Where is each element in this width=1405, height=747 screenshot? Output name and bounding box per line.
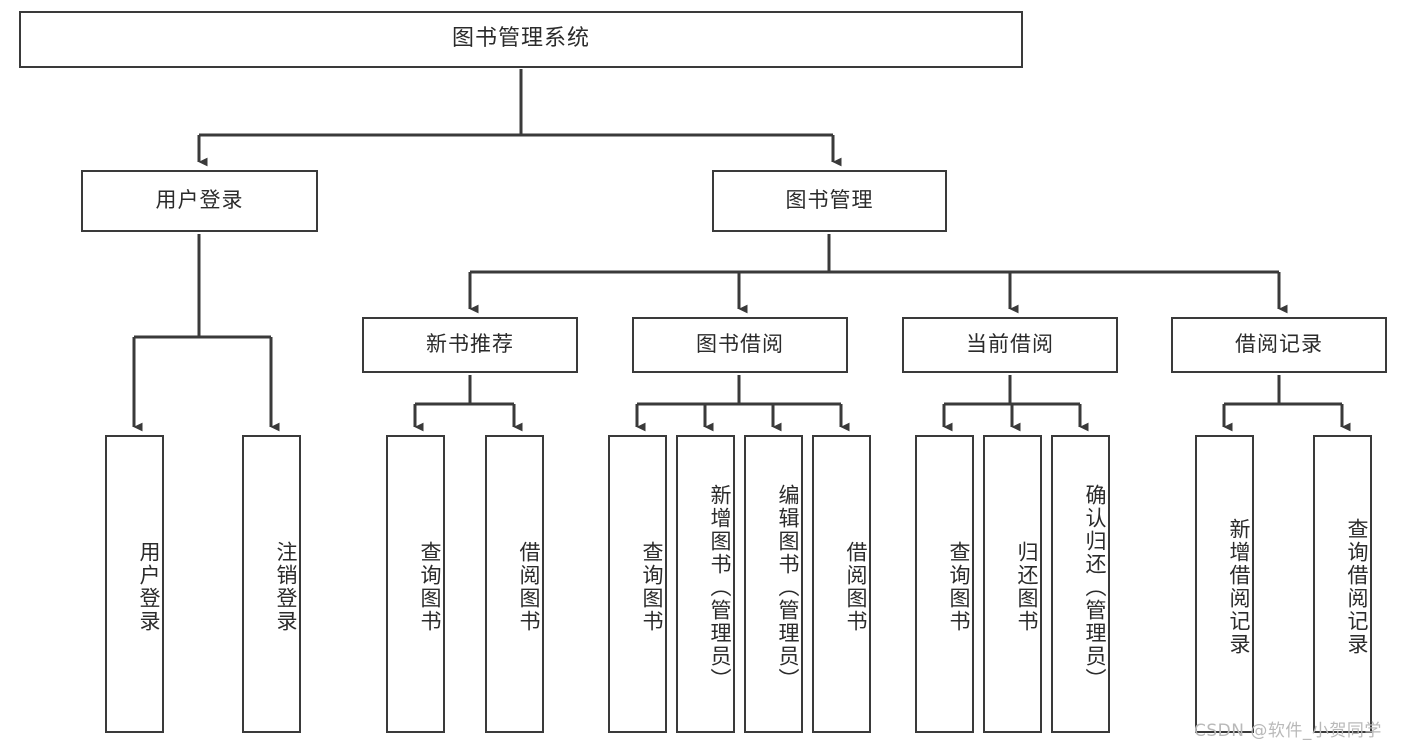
leaf-new-book-borrow[interactable]: 借阅图书 <box>485 435 544 733</box>
node-label: 新书推荐 <box>426 332 514 357</box>
node-label: 查询图书 <box>947 541 971 633</box>
node-label: 借阅记录 <box>1235 332 1323 357</box>
node-borrow-record[interactable]: 借阅记录 <box>1171 317 1387 373</box>
node-user-login[interactable]: 用户登录 <box>81 170 318 232</box>
csdn-watermark: CSDN @软件_小贺同学 <box>1194 721 1382 741</box>
leaf-borrow-record-add[interactable]: 新增借阅记录 <box>1195 435 1254 733</box>
leaf-book-borrow-borrow[interactable]: 借阅图书 <box>812 435 871 733</box>
node-book-borrow[interactable]: 图书借阅 <box>632 317 848 373</box>
node-root-system[interactable]: 图书管理系统 <box>19 11 1023 68</box>
node-book-management[interactable]: 图书管理 <box>712 170 947 232</box>
node-label: 新增图书（管理员） <box>708 483 732 691</box>
node-label: 用户登录 <box>155 188 244 213</box>
node-label: 注销登录 <box>274 541 298 633</box>
node-label: 当前借阅 <box>966 332 1054 357</box>
leaf-borrow-record-query[interactable]: 查询借阅记录 <box>1313 435 1372 733</box>
node-current-borrow[interactable]: 当前借阅 <box>902 317 1118 373</box>
node-label: 查询借阅记录 <box>1345 518 1369 656</box>
node-label: 图书管理 <box>785 188 874 213</box>
node-label: 用户登录 <box>137 541 161 633</box>
leaf-current-borrow-confirm-return[interactable]: 确认归还（管理员） <box>1051 435 1110 733</box>
node-label: 新增借阅记录 <box>1227 518 1251 656</box>
node-label: 图书借阅 <box>696 332 784 357</box>
leaf-current-borrow-return[interactable]: 归还图书 <box>983 435 1042 733</box>
leaf-new-book-query[interactable]: 查询图书 <box>386 435 445 733</box>
leaf-book-borrow-add[interactable]: 新增图书（管理员） <box>676 435 735 733</box>
leaf-user-login-signin[interactable]: 用户登录 <box>105 435 164 733</box>
node-label: 确认归还（管理员） <box>1083 483 1107 691</box>
leaf-book-borrow-query[interactable]: 查询图书 <box>608 435 667 733</box>
leaf-user-login-signout[interactable]: 注销登录 <box>242 435 301 733</box>
node-label: 借阅图书 <box>517 541 541 633</box>
node-label: 图书管理系统 <box>451 26 590 52</box>
node-label: 借阅图书 <box>844 541 868 633</box>
node-new-book-recommend[interactable]: 新书推荐 <box>362 317 578 373</box>
node-label: 归还图书 <box>1015 541 1039 633</box>
node-label: 编辑图书（管理员） <box>776 483 800 691</box>
node-label: 查询图书 <box>640 541 664 633</box>
node-label: 查询图书 <box>418 541 442 633</box>
leaf-book-borrow-edit[interactable]: 编辑图书（管理员） <box>744 435 803 733</box>
leaf-current-borrow-query[interactable]: 查询图书 <box>915 435 974 733</box>
